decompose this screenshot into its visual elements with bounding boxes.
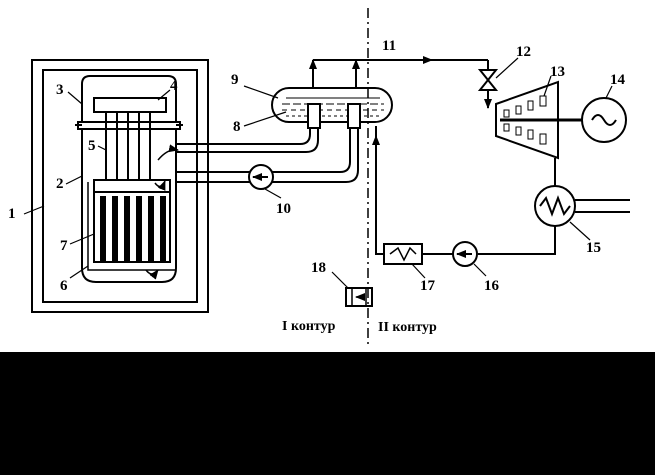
label-4: 4: [170, 78, 178, 94]
label-18: 18: [311, 260, 326, 276]
label-12: 12: [516, 44, 531, 60]
containment-building: [31, 59, 209, 313]
control-rods: [105, 112, 151, 180]
label-5: 5: [88, 138, 96, 154]
label-6: 6: [60, 278, 68, 294]
label-11: 11: [382, 38, 396, 54]
secondary-circuit-label: II контур: [378, 320, 437, 335]
bottom-black-band: [0, 352, 655, 475]
label-10: 10: [276, 201, 291, 217]
diagram-canvas: 1 2 3 4 5 6 7 8 9 10 11 12 13 14 15 16 1…: [0, 0, 655, 352]
label-9: 9: [231, 72, 239, 88]
label-7: 7: [60, 238, 68, 254]
steam-line: [309, 56, 489, 88]
label-16: 16: [484, 278, 500, 294]
turbine-stop-valve: [477, 69, 499, 109]
label-8: 8: [233, 119, 241, 135]
main-circulation-pump: [248, 164, 274, 190]
label-15: 15: [586, 240, 601, 256]
makeup-water-device: [345, 287, 373, 307]
npp-schematic: 1 2 3 4 5 6 7 8 9 10 11 12 13 14 15 16 1…: [8, 8, 630, 345]
feedwater-line: [372, 126, 556, 255]
label-14: 14: [610, 72, 626, 88]
feedwater-pump: [452, 241, 478, 267]
steam-generator: [271, 87, 393, 129]
steam-turbine: [495, 80, 582, 160]
core-baffle: [87, 144, 179, 280]
label-2: 2: [56, 176, 64, 192]
label-13: 13: [550, 64, 565, 80]
primary-circuit-label: I контур: [282, 319, 336, 334]
feedwater-heater: [383, 243, 423, 265]
leader-lines: [23, 57, 613, 289]
primary-cold-leg: [176, 118, 359, 183]
control-rod-drive: [93, 97, 167, 113]
condenser: [534, 185, 630, 227]
label-1: 1: [8, 206, 16, 222]
reactor-core: [93, 179, 171, 263]
label-17: 17: [420, 278, 436, 294]
electric-generator: [581, 97, 627, 143]
label-3: 3: [56, 82, 64, 98]
primary-hot-leg: [176, 118, 319, 153]
